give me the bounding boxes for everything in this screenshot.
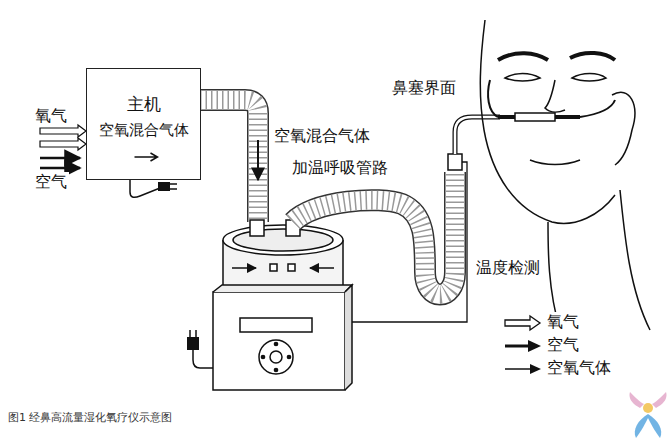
host-plug bbox=[158, 182, 170, 191]
air-inlet bbox=[40, 158, 80, 168]
gas-label: 空气 bbox=[33, 172, 69, 193]
nasal-cannula bbox=[488, 80, 615, 121]
gas-label: 氧气 bbox=[33, 106, 69, 127]
patient-face bbox=[480, 20, 650, 330]
legend-sample bbox=[505, 316, 540, 330]
sensor-port bbox=[448, 154, 462, 170]
legend-sample bbox=[505, 340, 541, 352]
heater-base bbox=[213, 285, 352, 390]
legend-sample bbox=[505, 364, 541, 374]
figure-caption: 图1 经鼻高流量湿化氧疗仪示意图 bbox=[6, 410, 175, 425]
watermark-logo bbox=[629, 392, 666, 438]
base-power-cord bbox=[193, 350, 213, 368]
heated-breathing-tube bbox=[293, 172, 455, 295]
flow-label: 空氧混合气体 bbox=[272, 126, 372, 147]
part-label: 鼻塞界面 bbox=[390, 78, 458, 99]
host-power-cord bbox=[130, 180, 160, 197]
base-plug bbox=[187, 337, 199, 350]
node-text: 空氧混合气体 bbox=[87, 121, 200, 140]
mixed-gas-tube bbox=[200, 100, 258, 222]
legend-text: 空气 bbox=[545, 335, 581, 356]
part-label: 温度检测 bbox=[474, 258, 542, 279]
node-title: 主机 bbox=[87, 93, 200, 116]
oxygen-inlet bbox=[40, 125, 86, 150]
tube-label: 加温呼吸管路 bbox=[290, 158, 390, 179]
temperature-sensor-wire bbox=[352, 162, 467, 322]
legend-text: 氧气 bbox=[545, 312, 581, 333]
host-box: 主机空氧混合气体 bbox=[86, 68, 201, 180]
nasal-tube bbox=[455, 117, 500, 154]
legend-text: 空氧气体 bbox=[545, 358, 613, 379]
